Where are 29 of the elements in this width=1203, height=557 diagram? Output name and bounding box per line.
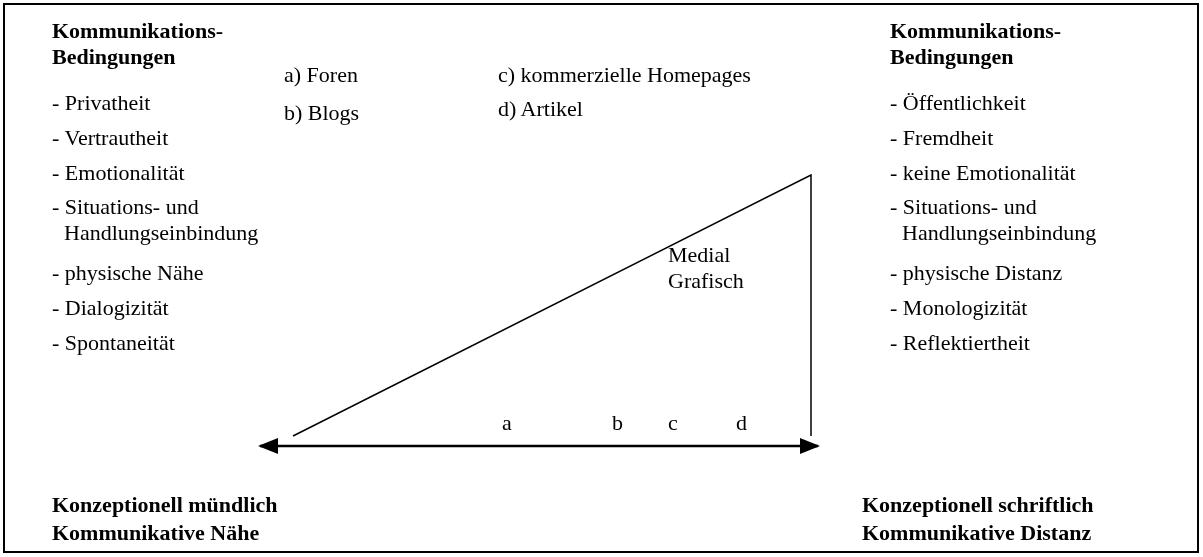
axis-caption: Kommunikative Nähe <box>52 520 260 546</box>
list-item: - Situations- und Handlungseinbindung <box>52 194 260 246</box>
list-item: - Vertrautheit <box>52 125 169 151</box>
list-item: - keine Emotionalität <box>890 160 1076 186</box>
list-item: - physische Distanz <box>890 260 1063 286</box>
list-item: - Situations- und Handlungseinbindung <box>890 194 1098 246</box>
list-item: - physische Nähe <box>52 260 204 286</box>
list-item: - Dialogizität <box>52 295 169 321</box>
scale-letter: d <box>736 410 747 436</box>
scale-letter: a <box>502 410 512 436</box>
axis-caption: Konzeptionell schriftlich <box>862 492 1094 518</box>
category-label: b) Blogs <box>284 100 360 126</box>
scale-letter: c <box>668 410 678 436</box>
list-item: - Spontaneität <box>52 330 175 356</box>
scale-letter: b <box>612 410 623 436</box>
category-label: d) Artikel <box>498 96 583 122</box>
section-heading: Kommunikations- Bedingungen <box>890 18 1063 70</box>
axis-caption: Kommunikative Distanz <box>862 520 1092 546</box>
shape-label: Medial Grafisch <box>668 242 745 294</box>
list-item: - Monologizität <box>890 295 1028 321</box>
list-item: - Öffentlichkeit <box>890 90 1026 116</box>
category-label: a) Foren <box>284 62 358 88</box>
section-heading: Kommunikations- Bedingungen <box>52 18 225 70</box>
category-label: c) kommerzielle Homepages <box>498 62 751 88</box>
list-item: - Fremdheit <box>890 125 994 151</box>
axis-caption: Konzeptionell mündlich <box>52 492 278 518</box>
list-item: - Privatheit <box>52 90 151 116</box>
list-item: - Emotionalität <box>52 160 185 186</box>
list-item: - Reflektiertheit <box>890 330 1030 356</box>
